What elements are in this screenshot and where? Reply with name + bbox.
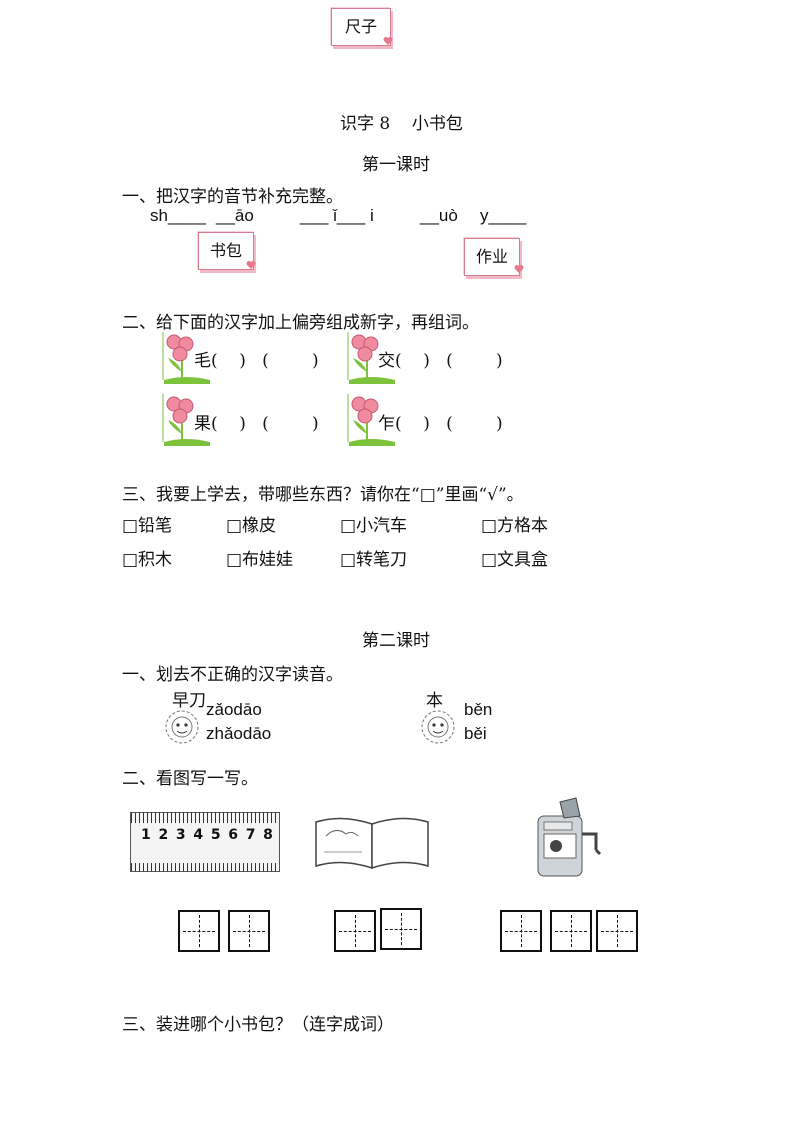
heart-icon [246, 261, 256, 269]
q2-answer-parens[interactable]: ( ) ( ) [395, 414, 503, 434]
l2-q1-prompt: 一、划去不正确的汉字读音。 [122, 665, 343, 685]
ruler-number: 3 [175, 827, 186, 843]
word-card-zuoye-text: 作业 [475, 247, 508, 266]
q2-answer-parens[interactable]: ( ) ( ) [211, 414, 319, 434]
option-checkbox[interactable]: □布娃娃 [226, 550, 294, 570]
option-checkbox[interactable]: □铅笔 [122, 516, 173, 536]
option-checkbox[interactable]: □橡皮 [226, 516, 277, 536]
option-checkbox[interactable]: □转笔刀 [340, 550, 408, 570]
top-card-text: 尺子 [344, 17, 377, 36]
ruler-number: 7 [245, 827, 256, 843]
option-checkbox[interactable]: □文具盒 [481, 550, 549, 570]
l2-q1-char-2: 本 [426, 691, 443, 711]
pencil-sharpener-image [537, 797, 602, 877]
heart-icon [383, 37, 393, 45]
pinyin-blank-2[interactable]: __āo [216, 206, 254, 225]
reading-option[interactable]: běi [464, 724, 487, 743]
q2-item-4: 乍( ) ( ) [378, 409, 503, 434]
reading-option[interactable]: zhǎodāo [206, 724, 272, 743]
open-book-image [315, 817, 429, 870]
q2-answer-parens[interactable]: ( ) ( ) [211, 351, 319, 371]
option-checkbox[interactable]: □积木 [122, 550, 173, 570]
word-card-shubao-text: 书包 [209, 241, 242, 260]
pinyin-blank-4[interactable]: __uò [420, 206, 458, 225]
writing-grid-box[interactable] [596, 910, 638, 952]
q2-char: 乍 [378, 414, 395, 434]
ruler-number: 2 [158, 827, 169, 843]
q2-item-2: 交( ) ( ) [378, 346, 503, 371]
q2-answer-parens[interactable]: ( ) ( ) [395, 351, 503, 371]
ruler-image: 1 2 3 4 5 6 7 8 [130, 812, 280, 872]
pinyin-blank-3[interactable]: ___ ǐ___ i [300, 206, 374, 225]
ruler-number: 8 [263, 827, 273, 843]
l2-q3-prompt: 三、装进哪个小书包？（连字成词） [122, 1015, 394, 1035]
lesson2-heading: 第二课时 [362, 631, 430, 651]
option-checkbox[interactable]: □小汽车 [340, 516, 408, 536]
q2-char: 交 [378, 351, 395, 371]
q2-item-3: 果( ) ( ) [194, 409, 319, 434]
q2-char: 果 [194, 414, 211, 434]
l2-q1-char-1: 早刀 [172, 691, 206, 711]
q2-item-1: 毛( ) ( ) [194, 346, 319, 371]
l2-q2-prompt: 二、看图写一写。 [122, 769, 258, 789]
heart-icon [514, 265, 524, 273]
flower-icon [347, 394, 395, 446]
ruler-tick-strip [131, 863, 279, 871]
lesson1-heading: 第一课时 [362, 155, 430, 175]
top-word-card: 尺子 [331, 8, 391, 46]
ruler-number: 1 [141, 827, 151, 843]
ruler-number: 4 [193, 827, 204, 843]
reading-option[interactable]: zǎodāo [206, 700, 262, 719]
q2-char: 毛 [194, 351, 211, 371]
word-card-shubao: 书包 [198, 232, 254, 270]
reading-option[interactable]: běn [464, 700, 493, 719]
writing-grid-box[interactable] [500, 910, 542, 952]
q2-prompt: 二、给下面的汉字加上偏旁组成新字，再组词。 [122, 313, 479, 333]
sunflower-face-icon [421, 710, 455, 744]
writing-grid-box[interactable] [550, 910, 592, 952]
pinyin-blank-1[interactable]: sh____ [150, 206, 206, 225]
ruler-tick-strip [131, 813, 279, 823]
writing-grid-box[interactable] [228, 910, 270, 952]
flower-icon [162, 332, 210, 384]
q1-prompt: 一、把汉字的音节补充完整。 [122, 187, 343, 207]
writing-grid-box[interactable] [334, 910, 376, 952]
flower-icon [162, 394, 210, 446]
word-card-zuoye: 作业 [464, 238, 520, 276]
option-checkbox[interactable]: □方格本 [481, 516, 549, 536]
flower-icon [347, 332, 395, 384]
page-title: 识字 8 小书包 [340, 114, 463, 134]
writing-grid-box[interactable] [380, 908, 422, 950]
ruler-number: 6 [228, 827, 239, 843]
ruler-number: 5 [210, 827, 221, 843]
writing-grid-box[interactable] [178, 910, 220, 952]
sunflower-face-icon [165, 710, 199, 744]
q3-prompt: 三、我要上学去，带哪些东西？请你在“□”里画“√”。 [122, 485, 524, 505]
pinyin-blank-5[interactable]: y____ [480, 206, 527, 225]
ruler-numbers: 1 2 3 4 5 6 7 8 [141, 827, 273, 843]
